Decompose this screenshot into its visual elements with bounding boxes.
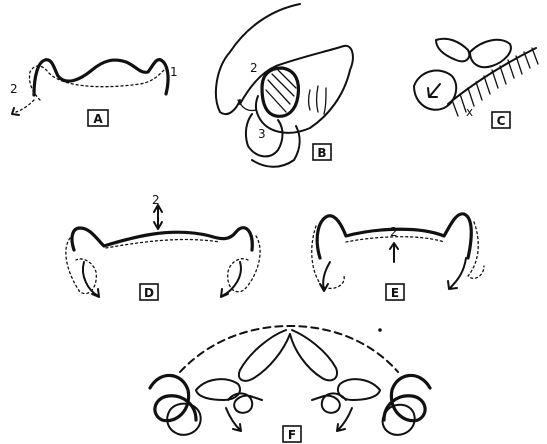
panel-c-mark: x: [466, 105, 473, 119]
panel-f-right-loop: [384, 375, 430, 420]
panel-b-number-2: 2: [250, 61, 258, 75]
panel-f-left-lobe: [196, 379, 240, 400]
panel-a-sketch: 2 1 A: [10, 60, 178, 126]
panel-c-label: C: [497, 114, 506, 128]
panel-e-center-arrow: [390, 243, 398, 262]
panel-d-outline: [72, 228, 252, 250]
panel-d-label: D: [144, 286, 154, 300]
panel-b-nail-hatching: [266, 70, 296, 112]
panel-d-center-arrow: [154, 205, 162, 229]
panel-f-right-leaf: [290, 330, 337, 380]
panel-f-right-twist: [312, 393, 346, 412]
panel-f-dot: [378, 328, 382, 332]
panel-d-sketch: 2 D: [66, 193, 260, 300]
panel-f-label: F: [288, 428, 296, 442]
panel-e-label: E: [391, 286, 399, 300]
panel-b-label: B: [317, 146, 326, 160]
panel-a-number-2: 2: [10, 82, 18, 96]
panel-b-skin-lines: [309, 86, 327, 114]
panel-b-number-3: 3: [258, 127, 266, 141]
panel-b-sketch: 2 3 B: [216, 4, 353, 167]
panel-c-comb-teeth: [452, 48, 538, 116]
panel-e-sketch: 2 E: [312, 214, 484, 300]
panel-f-left-leaf: [239, 330, 290, 381]
panel-d-left-arrow: [83, 262, 99, 297]
panel-a-label: A: [93, 112, 103, 126]
panel-e-number-2: 2: [390, 225, 398, 239]
panel-f-left-loop: [150, 375, 196, 420]
panel-f-right-arrow: [337, 408, 352, 431]
panel-d-dotted-right: [228, 236, 260, 292]
panel-a-dotted-arrow: [16, 100, 34, 112]
panel-e-right-arrow: [448, 258, 466, 289]
panel-f-left-twist: [228, 393, 262, 412]
panel-b-digit: [240, 46, 353, 133]
panel-c-lobe-right: [470, 40, 511, 67]
panel-a-number-1: 1: [170, 65, 178, 79]
panel-f-dashed-arch: [180, 326, 398, 372]
panel-d-number-2: 2: [152, 193, 160, 207]
panel-f-sketch: F: [150, 326, 430, 442]
panel-c-arrow: [428, 84, 440, 97]
panel-e-left-arrow: [320, 262, 330, 291]
panel-c-sketch: x C: [414, 39, 538, 128]
panel-c-upper-lobe: [436, 39, 469, 62]
panel-d-dotted-left: [66, 238, 96, 294]
